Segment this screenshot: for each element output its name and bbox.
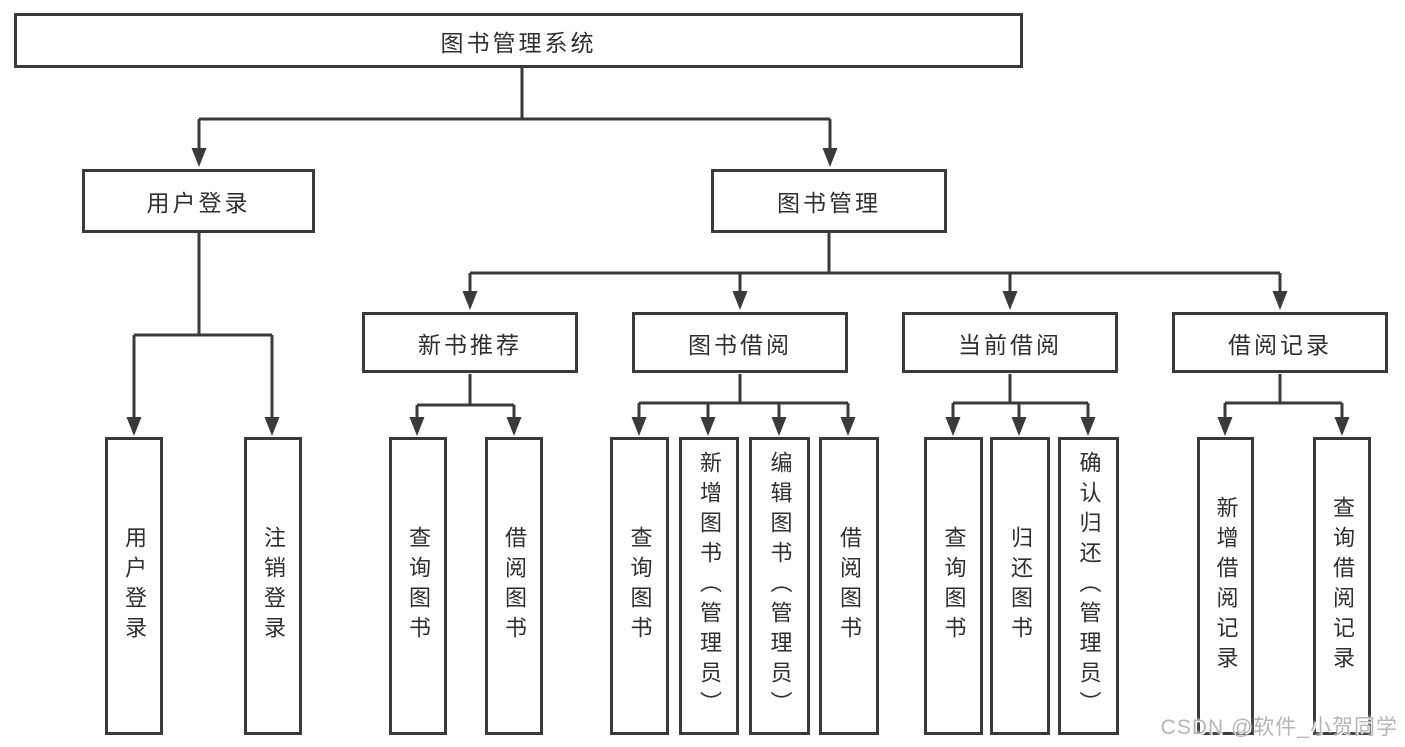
arrow-down-icon — [1011, 417, 1027, 436]
leaf-confirm-return-admin: 确认归还（管理员） — [1058, 437, 1119, 735]
connector-borrowrecords-to-leaves — [1223, 374, 1344, 419]
arrow-down-icon — [1272, 291, 1288, 310]
leaf-borrow-books-2: 借阅图书 — [819, 437, 879, 735]
leaf-label: 查询图书 — [627, 526, 653, 646]
leaf-edit-books-admin: 编辑图书（管理员） — [749, 437, 810, 735]
node-current-borrow: 当前借阅 — [902, 312, 1118, 373]
node-label: 图书管理 — [777, 190, 881, 216]
connector-newbook-to-leaves — [415, 374, 516, 419]
leaf-query-books-3: 查询图书 — [924, 437, 983, 735]
arrow-down-icon — [191, 148, 207, 167]
leaf-add-books-admin: 新增图书（管理员） — [679, 437, 739, 735]
node-label: 用户登录 — [146, 190, 251, 216]
leaf-label: 新增图书（管理员） — [697, 451, 722, 721]
arrow-down-icon — [506, 417, 522, 436]
node-label: 图书借阅 — [688, 331, 792, 358]
leaf-label: 确认归还（管理员） — [1076, 451, 1102, 721]
arrow-down-icon — [1080, 417, 1096, 436]
arrow-down-icon — [700, 417, 716, 436]
connector-bookborrow-to-leaves — [637, 374, 850, 419]
leaf-add-borrow-record: 新增借阅记录 — [1197, 437, 1254, 735]
connector-bookmgmt-to-level3 — [468, 233, 1282, 293]
arrow-down-icon — [732, 291, 748, 310]
leaf-label: 编辑图书（管理员） — [767, 451, 793, 721]
leaf-query-borrow-record: 查询借阅记录 — [1313, 437, 1371, 735]
arrow-down-icon — [771, 417, 787, 436]
leaf-return-books: 归还图书 — [990, 437, 1050, 735]
arrow-down-icon — [126, 417, 142, 436]
arrow-down-icon — [1217, 417, 1233, 436]
arrow-down-icon — [945, 417, 961, 436]
arrow-down-icon — [822, 148, 838, 167]
leaf-label: 归还图书 — [1008, 526, 1033, 646]
leaf-label: 借阅图书 — [502, 526, 527, 646]
node-label: 新书推荐 — [418, 331, 522, 358]
arrow-down-icon — [409, 417, 425, 436]
connector-userlogin-to-leaves — [132, 233, 274, 418]
arrow-down-icon — [631, 417, 647, 436]
node-label: 图书管理系统 — [440, 29, 597, 56]
leaf-query-books-2: 查询图书 — [610, 437, 669, 735]
leaf-label: 新增借阅记录 — [1213, 496, 1239, 676]
node-user-login: 用户登录 — [82, 169, 315, 233]
leaf-logout: 注销登录 — [244, 437, 302, 735]
arrow-down-icon — [1002, 291, 1018, 310]
arrow-down-icon — [840, 417, 856, 436]
leaf-label: 查询借阅记录 — [1330, 496, 1355, 676]
leaf-label: 注销登录 — [261, 526, 286, 646]
leaf-user-login: 用户登录 — [105, 437, 163, 735]
node-label: 借阅记录 — [1228, 331, 1332, 358]
connector-root-to-level2 — [197, 68, 832, 150]
leaf-label: 用户登录 — [122, 526, 147, 646]
node-new-book-recommend: 新书推荐 — [362, 312, 578, 373]
arrow-down-icon — [1334, 417, 1350, 436]
leaf-borrow-books-1: 借阅图书 — [485, 437, 543, 735]
node-book-borrow: 图书借阅 — [632, 312, 848, 373]
arrow-down-icon — [462, 291, 478, 310]
node-book-management: 图书管理 — [711, 169, 947, 233]
arrow-down-icon — [264, 417, 280, 436]
leaf-label: 查询图书 — [941, 526, 967, 646]
leaf-label: 查询图书 — [406, 526, 431, 646]
arrowheads — [126, 148, 1350, 436]
leaf-query-books-1: 查询图书 — [389, 437, 447, 735]
connector-currentborrow-to-leaves — [951, 374, 1090, 419]
leaf-label: 借阅图书 — [837, 526, 862, 646]
node-label: 当前借阅 — [958, 331, 1062, 358]
node-borrow-records: 借阅记录 — [1172, 312, 1388, 373]
node-library-management-system: 图书管理系统 — [14, 13, 1023, 68]
